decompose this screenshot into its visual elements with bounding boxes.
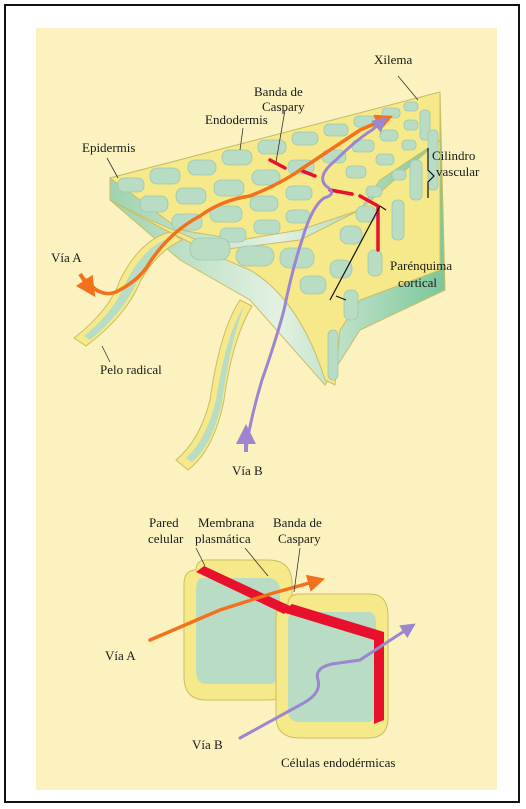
leader-pelo <box>102 346 110 362</box>
cell <box>404 120 418 130</box>
label-banda-2: Caspary <box>278 531 321 546</box>
label-membrana-1: Membrana <box>198 515 255 530</box>
cell <box>254 220 280 234</box>
label-via-a-bottom: Vía A <box>105 648 136 663</box>
cell <box>366 186 382 197</box>
label-pared-1: Pared <box>149 515 179 530</box>
cell <box>140 196 168 212</box>
cell <box>410 160 422 200</box>
label-banda-caspary-1: Banda de <box>254 84 303 99</box>
label-pared-2: celular <box>148 531 184 546</box>
leader-epidermis <box>107 158 118 178</box>
cell <box>330 260 352 278</box>
cell <box>402 140 416 150</box>
label-cilindro-1: Cilindro <box>432 148 475 163</box>
label-celulas-endodermicas: Células endodérmicas <box>281 755 395 770</box>
label-membrana-2: plasmática <box>195 531 251 546</box>
cell <box>188 160 216 175</box>
cell <box>250 196 278 211</box>
label-parenquima-2: cortical <box>398 275 437 290</box>
cell <box>376 154 394 165</box>
label-via-a-top: Vía A <box>51 250 82 265</box>
label-pelo-radical: Pelo radical <box>100 362 162 377</box>
cell <box>150 168 180 184</box>
label-endodermis: Endodermis <box>205 112 268 127</box>
cell <box>340 226 362 244</box>
cell <box>222 150 252 165</box>
cell <box>324 124 348 136</box>
cell <box>190 238 230 260</box>
label-parenquima-1: Parénquima <box>390 258 452 273</box>
label-banda-1: Banda de <box>273 515 322 530</box>
cell <box>286 186 312 200</box>
root-hair-2 <box>176 300 252 470</box>
cell <box>392 200 404 240</box>
label-via-b-top: Vía B <box>232 463 263 478</box>
label-xilema: Xilema <box>374 52 412 67</box>
cell <box>286 210 310 223</box>
cell <box>344 290 358 320</box>
cell <box>214 180 244 196</box>
cell <box>176 188 206 204</box>
leader-xilema <box>398 76 418 100</box>
label-via-b-bottom: Vía B <box>192 737 223 752</box>
cell <box>236 246 274 266</box>
cell <box>380 130 398 141</box>
cell <box>392 170 406 180</box>
cell <box>382 108 400 118</box>
cell <box>258 140 286 154</box>
cell <box>292 132 318 145</box>
cell <box>118 178 144 192</box>
cell <box>328 330 338 380</box>
label-banda-caspary-2: Caspary <box>262 99 305 114</box>
cell <box>368 250 382 276</box>
label-cilindro-2: vascular <box>436 164 480 179</box>
cell <box>346 166 366 178</box>
cell <box>300 276 326 294</box>
cell <box>404 102 418 111</box>
label-epidermis: Epidermis <box>82 140 135 155</box>
